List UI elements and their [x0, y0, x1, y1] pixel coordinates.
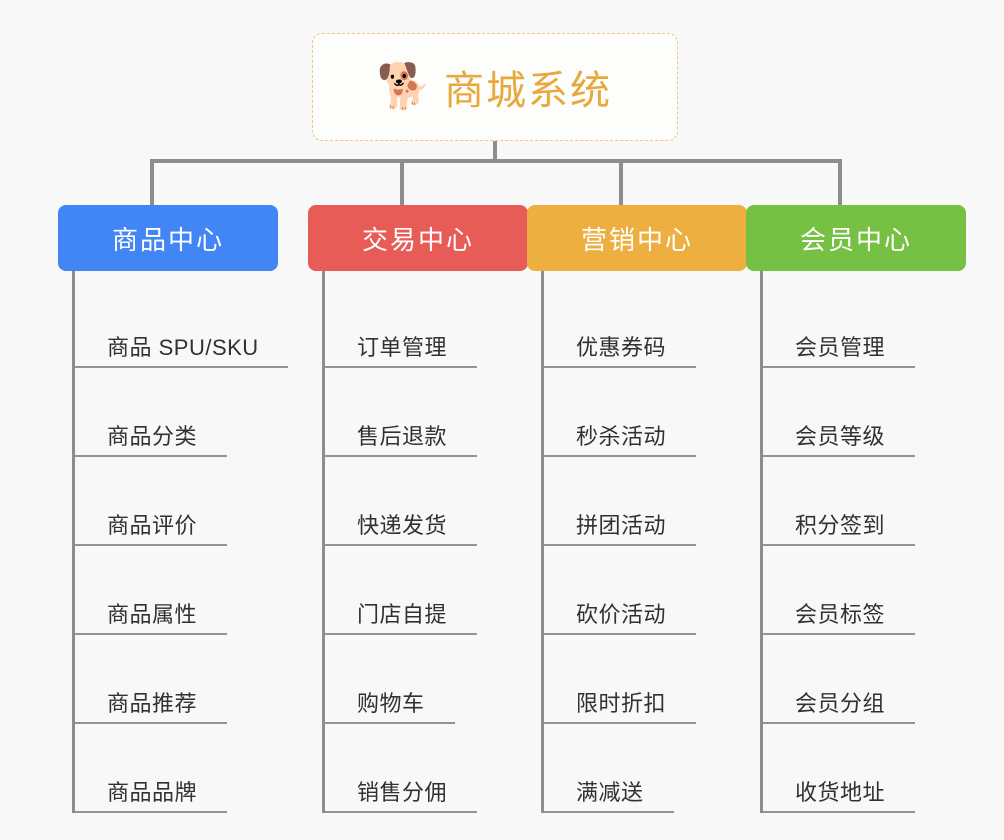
leaf-underline: [75, 455, 227, 457]
leaf-item[interactable]: 销售分佣: [325, 724, 528, 813]
leaf-underline: [763, 633, 915, 635]
leaf-underline: [325, 544, 477, 546]
leaf-label: 会员管理: [795, 335, 886, 360]
leaf-item[interactable]: 门店自提: [325, 546, 528, 635]
leaf-underline: [544, 722, 696, 724]
leaf-item[interactable]: 积分签到: [763, 457, 966, 546]
connector-drop-2: [400, 161, 404, 207]
leaf-label: 商品属性: [107, 602, 198, 627]
category-header-trade[interactable]: 交易中心: [308, 205, 528, 271]
leaf-item[interactable]: 商品属性: [75, 546, 278, 635]
leaf-item[interactable]: 商品分类: [75, 368, 278, 457]
leaf-label: 秒杀活动: [576, 424, 667, 449]
leaf-label: 会员等级: [795, 424, 886, 449]
leaf-underline: [75, 811, 227, 813]
leaf-label: 售后退款: [357, 424, 448, 449]
leaf-underline: [763, 544, 915, 546]
root-node[interactable]: 🐕 商城系统: [312, 33, 678, 141]
leaf-list-product: 商品 SPU/SKU 商品分类 商品评价 商品属性 商品推荐: [72, 271, 288, 813]
leaf-label: 收货地址: [795, 780, 886, 805]
leaf-item[interactable]: 收货地址: [763, 724, 966, 813]
leaf-label: 商品分类: [107, 424, 198, 449]
category-column-product: 商品中心 商品 SPU/SKU 商品分类 商品评价 商品属性: [58, 205, 288, 813]
leaf-underline: [325, 366, 477, 368]
category-column-member: 会员中心 会员管理 会员等级 积分签到 会员标签: [746, 205, 966, 813]
leaf-item[interactable]: 商品 SPU/SKU: [75, 279, 288, 368]
leaf-underline: [763, 455, 915, 457]
category-header-label: 商品中心: [111, 224, 224, 255]
leaf-list-trade: 订单管理 售后退款 快递发货 门店自提 购物车: [322, 271, 528, 813]
leaf-item[interactable]: 会员等级: [763, 368, 966, 457]
category-header-label: 营销中心: [580, 224, 693, 255]
leaf-item[interactable]: 拼团活动: [544, 457, 747, 546]
leaf-label: 商品推荐: [107, 691, 198, 716]
connector-drop-4: [838, 161, 842, 207]
leaf-item[interactable]: 限时折扣: [544, 635, 747, 724]
leaf-item[interactable]: 砍价活动: [544, 546, 747, 635]
leaf-underline: [544, 544, 696, 546]
category-column-marketing: 营销中心 优惠券码 秒杀活动 拼团活动 砍价活动: [527, 205, 747, 813]
leaf-underline: [325, 633, 477, 635]
leaf-underline: [325, 811, 477, 813]
leaf-underline: [544, 633, 696, 635]
leaf-underline: [75, 633, 227, 635]
leaf-underline: [763, 811, 915, 813]
leaf-item[interactable]: 商品品牌: [75, 724, 278, 813]
leaf-label: 会员标签: [795, 602, 886, 627]
leaf-underline: [763, 366, 915, 368]
category-header-marketing[interactable]: 营销中心: [527, 205, 747, 271]
leaf-item[interactable]: 会员分组: [763, 635, 966, 724]
connector-horizontal-bus: [150, 159, 842, 163]
leaf-item[interactable]: 会员管理: [763, 279, 966, 368]
category-header-label: 会员中心: [799, 224, 912, 255]
leaf-underline: [325, 722, 455, 724]
leaf-item[interactable]: 优惠券码: [544, 279, 747, 368]
connector-drop-3: [619, 161, 623, 207]
leaf-item[interactable]: 秒杀活动: [544, 368, 747, 457]
leaf-underline: [325, 455, 477, 457]
leaf-list-member: 会员管理 会员等级 积分签到 会员标签 会员分组: [760, 271, 966, 813]
leaf-label: 砍价活动: [576, 602, 667, 627]
leaf-underline: [75, 544, 227, 546]
leaf-label: 购物车: [357, 691, 425, 716]
root-title: 商城系统: [444, 69, 612, 113]
leaf-label: 商品评价: [107, 513, 198, 538]
leaf-label: 积分签到: [795, 513, 886, 538]
connector-root-stem: [493, 141, 497, 162]
leaf-item[interactable]: 售后退款: [325, 368, 528, 457]
leaf-label: 销售分佣: [357, 780, 448, 805]
leaf-item[interactable]: 商品推荐: [75, 635, 278, 724]
leaf-label: 会员分组: [795, 691, 886, 716]
leaf-underline: [544, 811, 674, 813]
leaf-label: 商品品牌: [107, 780, 198, 805]
leaf-label: 订单管理: [357, 335, 448, 360]
leaf-underline: [75, 722, 227, 724]
category-header-product[interactable]: 商品中心: [58, 205, 278, 271]
leaf-label: 快递发货: [357, 513, 448, 538]
category-column-trade: 交易中心 订单管理 售后退款 快递发货 门店自提: [308, 205, 528, 813]
leaf-label: 限时折扣: [576, 691, 667, 716]
shiba-dog-face-icon: 🐕: [376, 62, 432, 111]
leaf-label: 优惠券码: [576, 335, 667, 360]
leaf-label: 商品 SPU/SKU: [107, 335, 259, 360]
category-header-member[interactable]: 会员中心: [746, 205, 966, 271]
leaf-item[interactable]: 订单管理: [325, 279, 528, 368]
leaf-underline: [544, 366, 696, 368]
leaf-item[interactable]: 商品评价: [75, 457, 278, 546]
leaf-underline: [544, 455, 696, 457]
leaf-item[interactable]: 会员标签: [763, 546, 966, 635]
leaf-label: 满减送: [576, 780, 644, 805]
leaf-item[interactable]: 购物车: [325, 635, 528, 724]
leaf-label: 门店自提: [357, 602, 448, 627]
leaf-underline: [763, 722, 915, 724]
category-columns: 商品中心 商品 SPU/SKU 商品分类 商品评价 商品属性: [0, 205, 1004, 840]
leaf-label: 拼团活动: [576, 513, 667, 538]
connector-drop-1: [150, 161, 154, 207]
leaf-underline: [75, 366, 288, 368]
leaf-item[interactable]: 快递发货: [325, 457, 528, 546]
category-header-label: 交易中心: [361, 224, 474, 255]
leaf-list-marketing: 优惠券码 秒杀活动 拼团活动 砍价活动 限时折扣: [541, 271, 747, 813]
leaf-item[interactable]: 满减送: [544, 724, 747, 813]
